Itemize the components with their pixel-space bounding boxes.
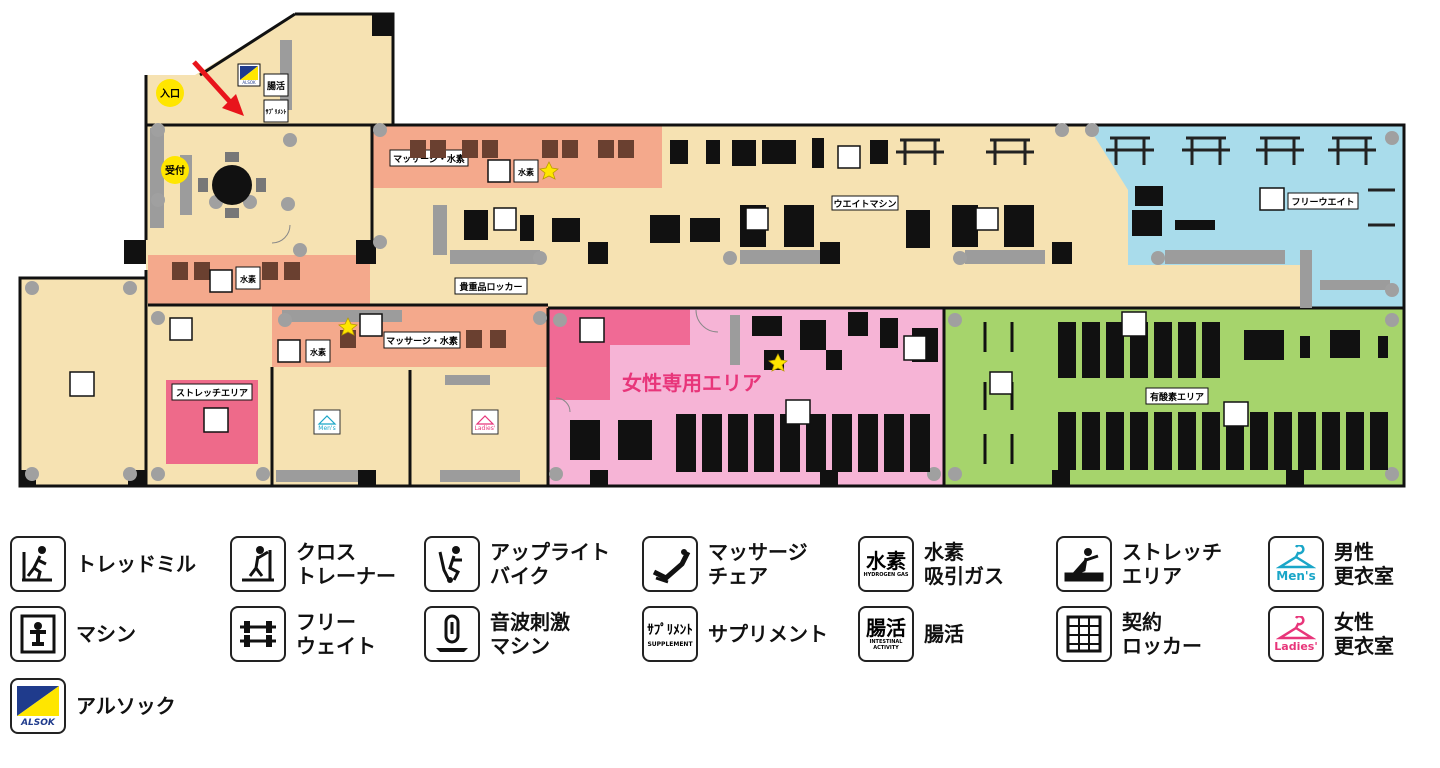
vibration-machine-icon (424, 606, 480, 662)
legend-massage-chair: マッサージ チェア (642, 534, 808, 594)
reception-chair (198, 178, 208, 192)
legend-locker: 契約 ロッカー (1056, 604, 1202, 664)
cardio-area-label: 有酸素エリア (1150, 391, 1204, 403)
hydrogen-gas-icon: 水素 HYDROGEN GAS (858, 536, 914, 592)
equipment-symbols (69, 145, 1285, 433)
supplement-tag: ｻﾌﾟﾘﾒﾝﾄ (265, 108, 286, 116)
legend-free-weight: フリー ウェイト (230, 604, 376, 664)
womens-locker-icon: Ladies' (1268, 606, 1324, 662)
stretch-icon (1056, 536, 1112, 592)
star-marker (539, 161, 559, 180)
alsok-icon: ALSOK (10, 678, 66, 734)
legend-label: フリー ウェイト (296, 610, 376, 658)
stretch-area-label: ストレッチエリア (176, 388, 248, 399)
entrance-arrowhead (222, 94, 244, 116)
legend-label: マシン (76, 622, 136, 646)
legend-label: 女性 更衣室 (1334, 610, 1394, 658)
legend-alsok: ALSOK アルソック (10, 676, 176, 736)
legend-mens-locker: Men's 男性 更衣室 (1268, 534, 1394, 594)
legend-womens-locker: Ladies' 女性 更衣室 (1268, 604, 1394, 664)
legend-stretch: ストレッチ エリア (1056, 534, 1222, 594)
legend-treadmill: トレッドミル (10, 534, 196, 594)
legend-machine: マシン (10, 604, 136, 664)
legend-label: ストレッチ エリア (1122, 540, 1222, 588)
star-marker (768, 353, 788, 372)
cardio-treadmills (1058, 322, 1388, 470)
massage-area-label-mid: マッサージ・水素 (386, 335, 458, 347)
reception-badge (161, 156, 189, 184)
legend-label: 腸活 (924, 622, 964, 646)
legend-label: サプリメント (708, 622, 828, 646)
hydrogen-tag: 水素 (517, 167, 534, 177)
ladies-hanger-icon (475, 415, 495, 425)
hydrogen-tag: 水素 (309, 347, 326, 357)
cross-trainer-icon (230, 536, 286, 592)
map-legend: トレッドミル クロス トレーナー アップライト バイク マッサージ チェア 水素… (0, 500, 1440, 768)
weight-machine-label: ウエイトマシン (833, 199, 896, 210)
legend-label: アップライト バイク (490, 540, 610, 588)
legend-label: トレッドミル (76, 552, 196, 576)
massage-chair-icon (642, 536, 698, 592)
upright-bike-icon (424, 536, 480, 592)
legend-label: 男性 更衣室 (1334, 540, 1394, 588)
legend-label: マッサージ チェア (708, 540, 808, 588)
legend-hydrogen: 水素 HYDROGEN GAS 水素 吸引ガス (858, 534, 1004, 594)
massage-chairs (172, 140, 634, 348)
legend-label: 契約 ロッカー (1122, 610, 1202, 658)
star-marker (338, 317, 358, 336)
entrance-badge (156, 79, 184, 107)
free-weight-racks (896, 136, 1395, 227)
free-weight-icon (230, 606, 286, 662)
free-weight-label: フリーウエイト (1291, 197, 1354, 208)
mens-tag: Men's (318, 425, 335, 432)
entrance-arrow (192, 60, 234, 106)
legend-cross-trainer: クロス トレーナー (230, 534, 396, 594)
ladies-tag: Ladies' (475, 425, 496, 432)
womens-area-label: 女性専用エリア (622, 371, 762, 395)
doors (271, 224, 719, 413)
alsok-tag: ALSOK (242, 80, 256, 85)
reception-table (212, 165, 252, 205)
entrance-label: 入口 (160, 88, 180, 100)
chokatsu-tag: 腸活 (267, 80, 285, 92)
locker-icon (1056, 606, 1112, 662)
womens-treadmills (570, 312, 938, 472)
round-markers (25, 123, 1399, 481)
legend-label: 音波刺激 マシン (490, 610, 570, 658)
treadmill-icon (10, 536, 66, 592)
floor-map: 入口 受付 マッサージ・水素 ウエイトマシン フリーウエイト 貴重品ロッカー マ… (18, 12, 1406, 488)
mens-locker-icon: Men's (1268, 536, 1324, 592)
legend-vibration-machine: 音波刺激 マシン (424, 604, 570, 664)
massage-area-label-top: マッサージ・水素 (393, 153, 465, 165)
legend-supplement: ｻﾌﾟﾘﾒﾝﾄ SUPPLEMENT サプリメント (642, 604, 828, 664)
reception-chair (256, 178, 266, 192)
supplement-icon: ｻﾌﾟﾘﾒﾝﾄ SUPPLEMENT (642, 606, 698, 662)
hydrogen-tag: 水素 (239, 274, 256, 284)
legend-upright-bike: アップライト バイク (424, 534, 610, 594)
reception-chair (225, 208, 239, 218)
legend-label: クロス トレーナー (296, 540, 396, 588)
legend-chokatsu: 腸活 INTESTINAL ACTIVITY 腸活 (858, 604, 964, 664)
valuables-locker-label: 貴重品ロッカー (459, 281, 522, 293)
reception-label: 受付 (165, 164, 185, 177)
legend-label: 水素 吸引ガス (924, 540, 1004, 588)
chokatsu-icon: 腸活 INTESTINAL ACTIVITY (858, 606, 914, 662)
legend-label: アルソック (76, 694, 176, 718)
machine-icon (10, 606, 66, 662)
reception-chair (225, 152, 239, 162)
mens-hanger-icon (317, 415, 337, 425)
walls (18, 12, 1406, 488)
